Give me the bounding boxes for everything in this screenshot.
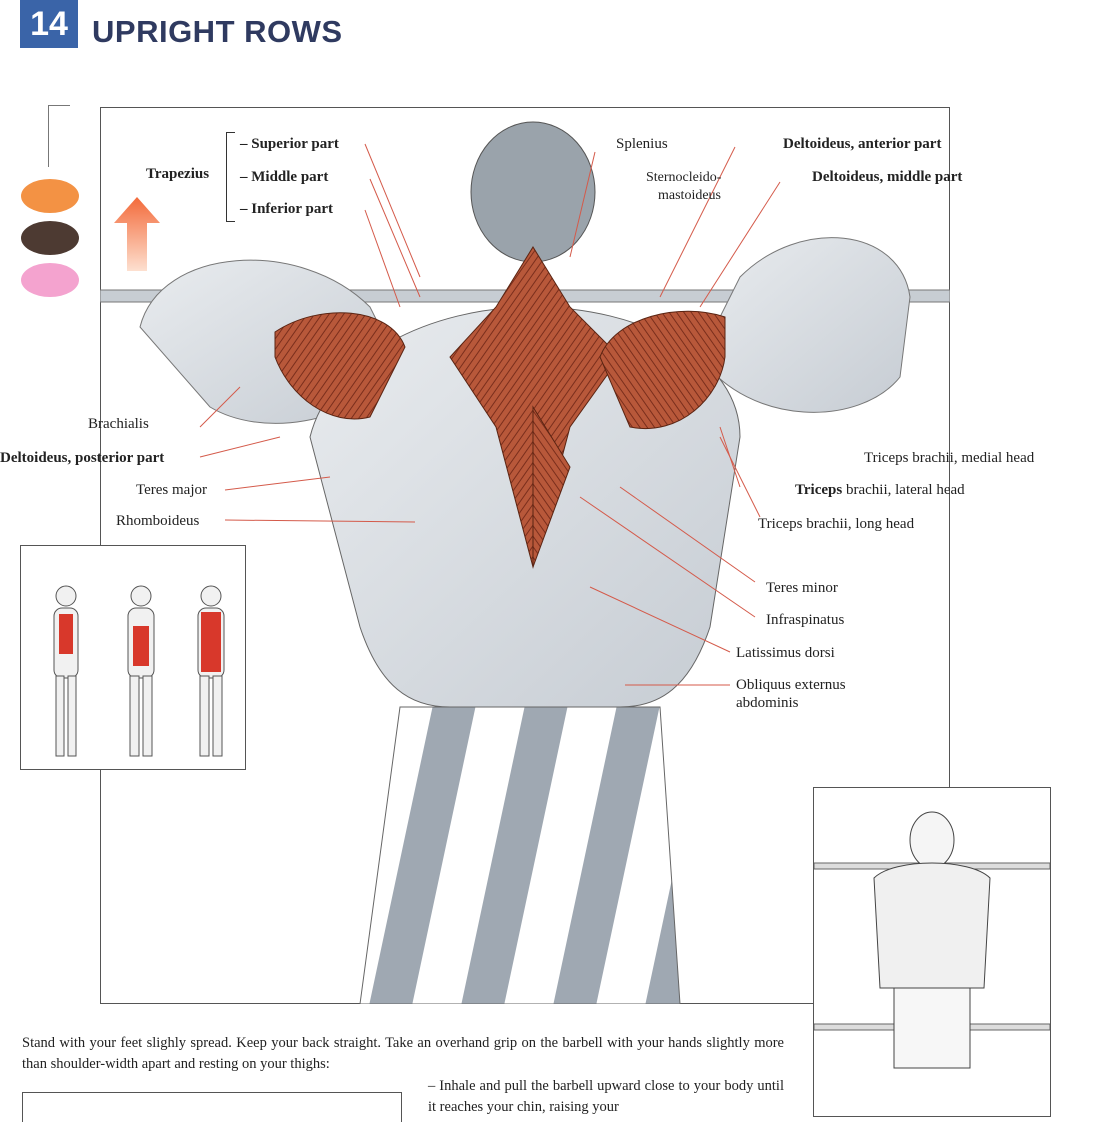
back-muscles-illustration — [100, 121, 950, 1004]
legend-dot-stretched — [21, 263, 79, 297]
trapezius-bracket — [226, 132, 235, 222]
label-trapezius-middle: – Middle part — [240, 169, 329, 185]
label-trapezius-superior: – Superior part — [240, 136, 339, 152]
label-triceps-medial: Triceps brachii, medial head — [864, 450, 1035, 466]
label-obliquus-2: abdominis — [736, 695, 799, 711]
label-infraspinatus: Infraspinatus — [766, 612, 845, 628]
label-rhomboideus: Rhomboideus — [116, 513, 200, 529]
front-view-figure — [813, 811, 1051, 1069]
muscle-map-figures — [53, 585, 225, 757]
description-intro: Stand with your feet slighly spread. Kee… — [22, 1035, 784, 1072]
label-trapezius-inferior: – Inferior part — [240, 201, 334, 217]
label-teres-major: Teres major — [136, 482, 208, 498]
label-deltoideus-anterior: Deltoideus, anterior part — [783, 136, 942, 152]
legend-dot-secondary — [21, 221, 79, 255]
legend-connector — [48, 105, 49, 167]
label-deltoideus-posterior: Deltoideus, posterior part — [0, 450, 165, 466]
label-obliquus-1: Obliquus externus — [736, 677, 846, 693]
label-trapezius: Trapezius — [146, 166, 210, 182]
exercise-number-badge: 14 — [20, 0, 78, 48]
legend-dot-primary — [21, 179, 79, 213]
label-sternocleidomastoideus-2: mastoideus — [658, 188, 721, 203]
legend-connector — [48, 105, 70, 106]
front-view-inset — [813, 787, 1051, 1117]
bottom-inset — [22, 1092, 402, 1122]
label-brachialis: Brachialis — [88, 416, 149, 432]
up-arrow-icon — [114, 197, 160, 271]
label-latissimus-dorsi: Latissimus dorsi — [736, 645, 835, 661]
page-title: UPRIGHT ROWS — [92, 14, 343, 49]
label-sternocleidomastoideus-1: Sternocleido- — [646, 170, 722, 185]
label-triceps-long: Triceps brachii, long head — [758, 516, 915, 532]
label-teres-minor: Teres minor — [766, 580, 838, 596]
label-triceps-lateral: Triceps brachii, lateral head — [795, 482, 965, 498]
muscle-map-inset — [20, 545, 246, 770]
label-deltoideus-middle: Deltoideus, middle part — [812, 169, 963, 185]
description-step: – Inhale and pull the barbell upward clo… — [428, 1078, 784, 1115]
label-splenius: Splenius — [616, 136, 668, 152]
